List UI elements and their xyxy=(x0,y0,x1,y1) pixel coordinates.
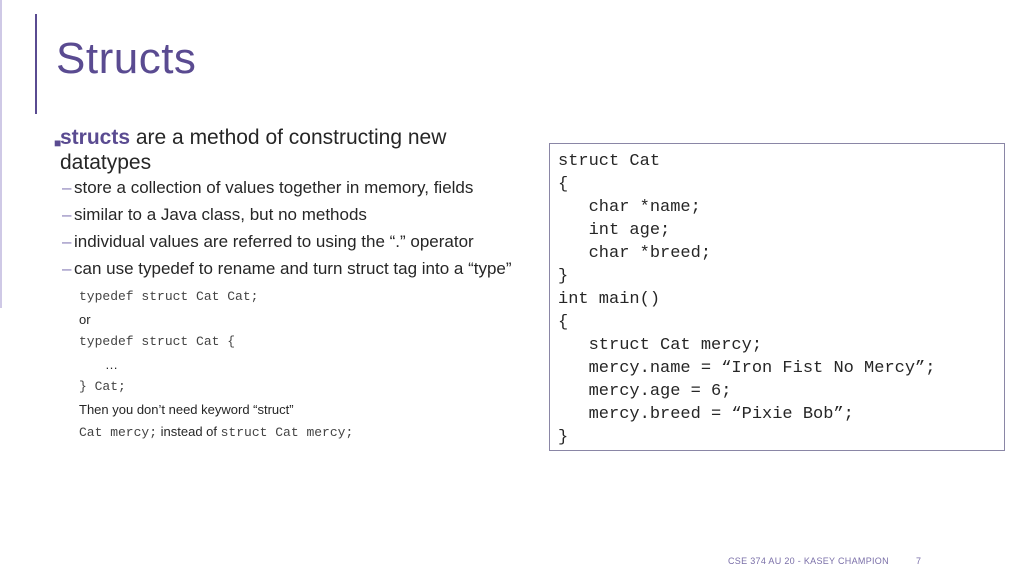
or-text: or xyxy=(79,311,91,327)
dash-bullet-icon: – xyxy=(62,232,72,251)
dash-bullet-icon: – xyxy=(62,178,72,197)
sub-bullet-java-class: –similar to a Java class, but no methods xyxy=(54,205,524,225)
typedef-line-2: typedef struct Cat { xyxy=(79,334,236,349)
dash-bullet-icon: – xyxy=(62,205,72,224)
structs-keyword: structs xyxy=(60,126,131,149)
code-line: } xyxy=(558,267,569,286)
sub-bullet-dot-operator: –individual values are referred to using… xyxy=(54,232,524,252)
code-line: mercy.age = 6; xyxy=(558,382,732,401)
instead-of-text: instead of xyxy=(157,424,221,439)
usage-line: Cat mercy; instead of struct Cat mercy; xyxy=(79,421,524,445)
then-text: Then you don’t need keyword “struct” xyxy=(79,401,294,417)
slide-left-border xyxy=(0,0,2,308)
sub-bullet-text: store a collection of values together in… xyxy=(74,178,474,197)
usage-code: Cat mercy; xyxy=(79,425,158,440)
page-number: 7 xyxy=(916,556,922,566)
typedef-line-1: typedef struct Cat Cat; xyxy=(79,289,259,304)
code-line: char *breed; xyxy=(558,244,712,263)
code-line: mercy.name = “Iron Fist No Mercy”; xyxy=(558,359,936,378)
main-bullet: ■structs are a method of constructing ne… xyxy=(54,125,524,175)
code-line: int age; xyxy=(558,221,671,240)
sub-bullet-text: similar to a Java class, but no methods xyxy=(74,205,367,224)
sub-bullet-text: can use typedef to rename and turn struc… xyxy=(74,259,512,278)
dash-bullet-icon: – xyxy=(62,259,72,278)
code-line: char *name; xyxy=(558,198,701,217)
code-example-box: struct Cat { char *name; int age; char *… xyxy=(549,143,1005,451)
typedef-ellipsis: … xyxy=(105,356,118,372)
code-line: int main() xyxy=(558,290,661,309)
code-line: struct Cat mercy; xyxy=(558,336,763,355)
slide-content: ■structs are a method of constructing ne… xyxy=(54,125,524,445)
original-code: struct Cat mercy; xyxy=(220,425,354,440)
code-line: { xyxy=(558,313,569,332)
sub-bullet-text: individual values are referred to using … xyxy=(74,232,474,251)
code-line: { xyxy=(558,175,569,194)
sub-bullet-fields: –store a collection of values together i… xyxy=(54,178,524,198)
typedef-line-3: } Cat; xyxy=(79,379,126,394)
sub-bullet-typedef: –can use typedef to rename and turn stru… xyxy=(54,259,524,279)
main-bullet-text: are a method of constructing new datatyp… xyxy=(60,126,447,174)
square-bullet-icon: ■ xyxy=(54,136,62,150)
code-line: struct Cat xyxy=(558,152,661,171)
code-line: } xyxy=(558,428,569,447)
code-line: mercy.breed = “Pixie Bob”; xyxy=(558,405,854,424)
title-accent-rule xyxy=(35,14,37,114)
slide-footer: CSE 374 AU 20 - KASEY CHAMPION xyxy=(728,556,889,566)
sub-bullet-list: –store a collection of values together i… xyxy=(54,178,524,279)
slide-title: Structs xyxy=(56,34,197,83)
typedef-example: typedef struct Cat Cat; or typedef struc… xyxy=(54,286,524,445)
